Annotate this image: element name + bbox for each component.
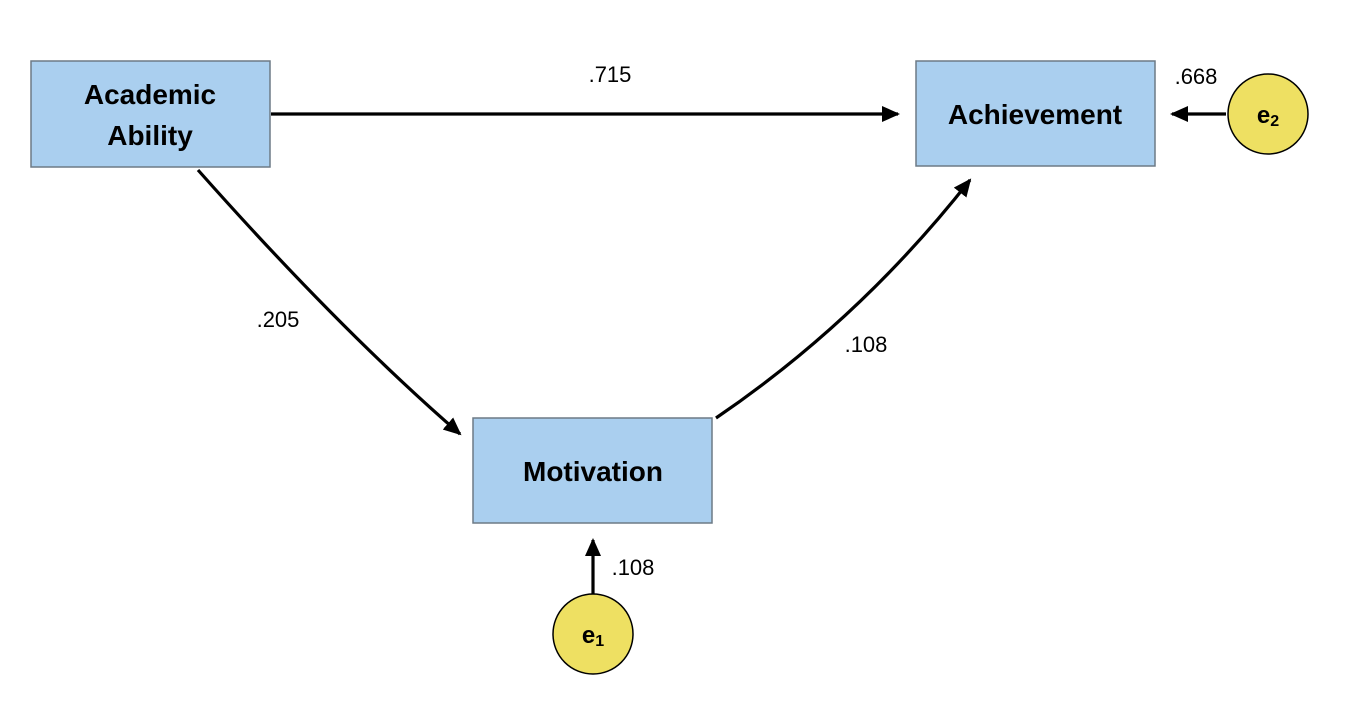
error-e1-letter: e [582, 622, 595, 649]
svg-text:e2: e2 [1257, 102, 1279, 130]
error-e2-letter: e [1257, 102, 1270, 129]
coef-ability-to-achievement: .715 [589, 62, 632, 87]
path-ability-to-motivation [196, 168, 462, 436]
error-e1-subscript: 1 [595, 633, 604, 650]
coef-e2-to-achievement: .668 [1175, 64, 1218, 89]
coef-motivation-to-achievement: .108 [845, 332, 888, 357]
error-term-e2: e2 [1227, 73, 1309, 155]
node-motivation-label: Motivation [523, 456, 663, 487]
node-motivation: Motivation [472, 417, 713, 524]
coef-ability-to-motivation: .205 [257, 307, 300, 332]
node-academic-ability-line1: Academic [84, 79, 216, 110]
coef-e1-to-motivation: .108 [612, 555, 655, 580]
node-academic-ability-line2: Ability [107, 120, 193, 151]
node-achievement: Achievement [915, 60, 1156, 167]
error-e2-subscript: 2 [1270, 113, 1279, 130]
error-term-e1: e1 [552, 593, 634, 675]
svg-text:e1: e1 [582, 622, 604, 650]
node-achievement-label: Achievement [948, 99, 1122, 130]
path-motivation-to-achievement [715, 178, 972, 420]
node-academic-ability: Academic Ability [30, 60, 271, 168]
